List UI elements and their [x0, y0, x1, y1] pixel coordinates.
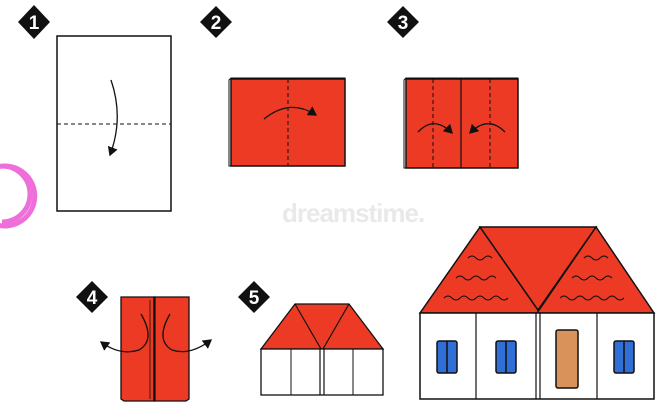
window-2	[496, 341, 516, 373]
door	[556, 330, 578, 388]
step-4-number: 4	[87, 288, 98, 309]
step-2-badge: 2	[200, 6, 232, 38]
step-1: 1	[18, 5, 171, 211]
step-3-number: 3	[398, 13, 409, 34]
step-1-badge: 1	[18, 5, 50, 39]
step-1-number: 1	[29, 13, 40, 34]
step-2: 2	[200, 6, 345, 166]
step-3-badge: 3	[387, 6, 419, 38]
step-5: 5	[238, 281, 383, 395]
step-2-number: 2	[211, 13, 222, 34]
step-5-number: 5	[249, 288, 260, 309]
paper-folded-red	[406, 79, 518, 168]
step-5-badge: 5	[238, 281, 270, 313]
left-flap	[121, 297, 154, 401]
roof-small	[261, 304, 383, 349]
house-body-small	[261, 349, 383, 395]
final-house	[420, 227, 654, 399]
window-1	[437, 341, 457, 373]
step-3: 3	[387, 6, 518, 168]
window-3	[614, 341, 634, 373]
watermark: dreamstime.	[282, 198, 424, 228]
step-4: 4	[76, 281, 211, 401]
step-4-badge: 4	[76, 281, 108, 313]
